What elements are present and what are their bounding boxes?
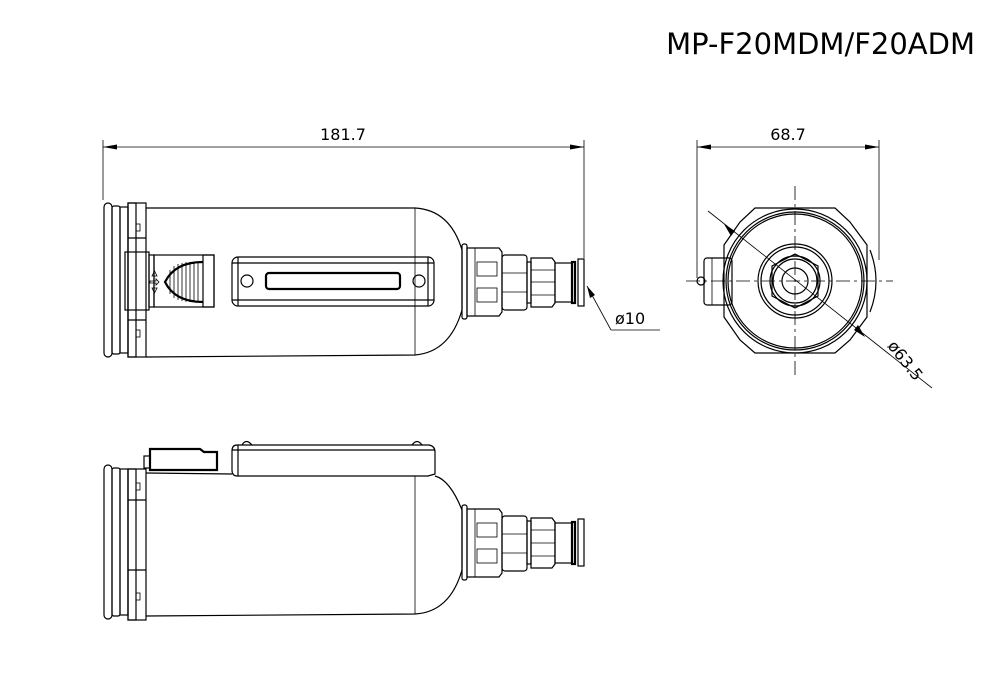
dim-port-diameter-label: ø10 <box>615 309 645 328</box>
side-view <box>103 440 585 621</box>
end-view: 68.7 ø63.5 <box>686 125 933 389</box>
dim-length-label: 181.7 <box>320 125 366 144</box>
drain-knob-ridges-icon <box>169 262 199 302</box>
front-view: 181.7 <box>102 125 660 358</box>
drawing-title: MP-F20MDM/F20ADM <box>666 27 975 61</box>
dim-width-label: 68.7 <box>770 125 806 144</box>
dim-body-diameter-label: ø63.5 <box>884 337 927 384</box>
